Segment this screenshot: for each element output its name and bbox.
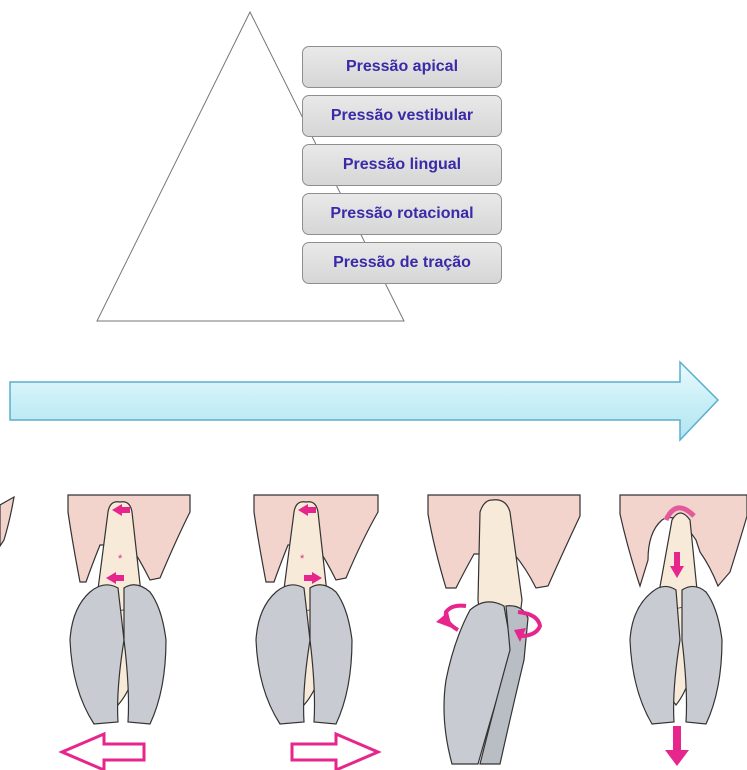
- step-vestibular-label: Pressão vestibular: [302, 95, 502, 137]
- right-force-arrow: [292, 734, 378, 770]
- progression-arrow: [10, 362, 718, 440]
- left-force-arrow: [62, 734, 144, 770]
- svg-text:*: *: [118, 553, 123, 565]
- svg-text:*: *: [300, 553, 305, 565]
- illustration-traction: [620, 495, 747, 766]
- step-rotational-label: Pressão rotacional: [302, 193, 502, 235]
- illustration-lingual: *: [254, 495, 378, 770]
- illustration-vestibular: *: [62, 495, 190, 770]
- step-lingual-label: Pressão lingual: [302, 144, 502, 186]
- step-traction-label: Pressão de tração: [302, 242, 502, 284]
- panel-edge-partial: [0, 497, 14, 546]
- step-apical-label: Pressão apical: [302, 46, 502, 88]
- illustration-rotational: [428, 495, 580, 764]
